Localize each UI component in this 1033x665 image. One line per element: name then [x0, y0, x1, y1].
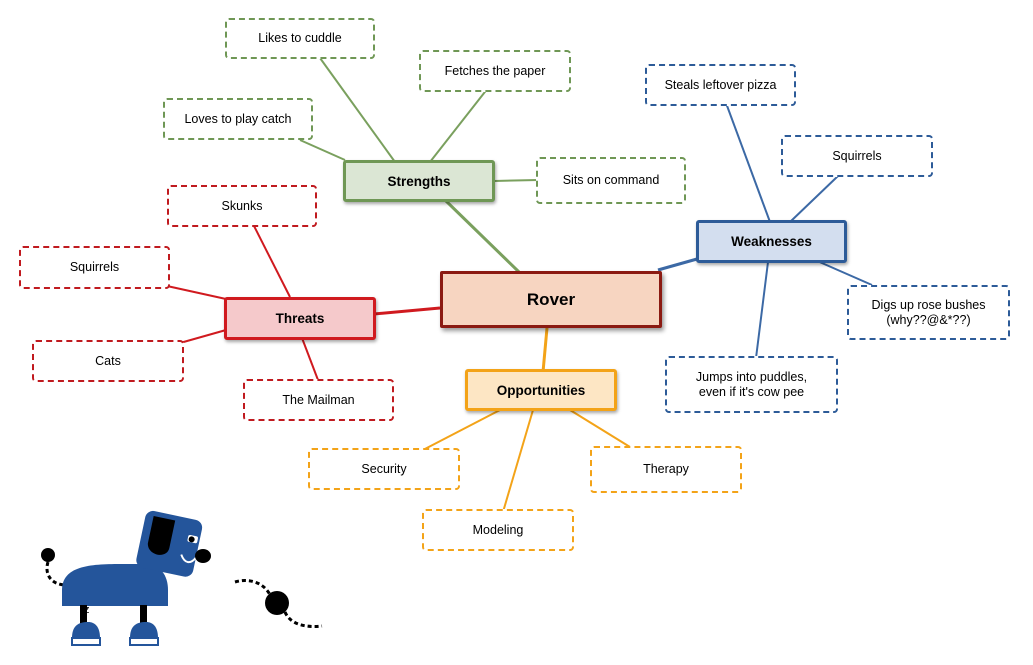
strengths-item[interactable]: Loves to play catch — [163, 98, 313, 140]
weaknesses-item[interactable]: Jumps into puddles, even if it's cow pee — [665, 356, 838, 413]
central-topic[interactable]: Rover — [440, 271, 662, 328]
strengths-topic[interactable]: Strengths — [343, 160, 495, 202]
sleeping-dog-icon — [41, 510, 211, 646]
opportunities-connectors — [420, 327, 631, 513]
ball-icon — [234, 579, 323, 628]
opportunities-item[interactable]: Therapy — [590, 446, 742, 493]
opportunities-item[interactable]: Security — [308, 448, 460, 490]
threats-connectors — [166, 223, 441, 381]
weaknesses-item[interactable]: Digs up rose bushes (why??@&*??) — [847, 285, 1010, 340]
opportunities-item[interactable]: Modeling — [422, 509, 574, 551]
weaknesses-item[interactable]: Steals leftover pizza — [645, 64, 796, 106]
strengths-item[interactable]: Likes to cuddle — [225, 18, 375, 59]
threats-item[interactable]: Skunks — [167, 185, 317, 227]
opportunities-topic[interactable]: Opportunities — [465, 369, 617, 411]
weaknesses-item[interactable]: Squirrels — [781, 135, 933, 177]
weaknesses-topic[interactable]: Weaknesses — [696, 220, 847, 263]
threats-item[interactable]: Cats — [32, 340, 184, 382]
strengths-item[interactable]: Fetches the paper — [419, 50, 571, 92]
snore-text: z — [84, 604, 90, 616]
threats-item[interactable]: Squirrels — [19, 246, 170, 289]
threats-item[interactable]: The Mailman — [243, 379, 394, 421]
threats-topic[interactable]: Threats — [224, 297, 376, 340]
strengths-item[interactable]: Sits on command — [536, 157, 686, 204]
strengths-connectors — [299, 57, 539, 274]
weaknesses-connectors — [657, 102, 873, 359]
